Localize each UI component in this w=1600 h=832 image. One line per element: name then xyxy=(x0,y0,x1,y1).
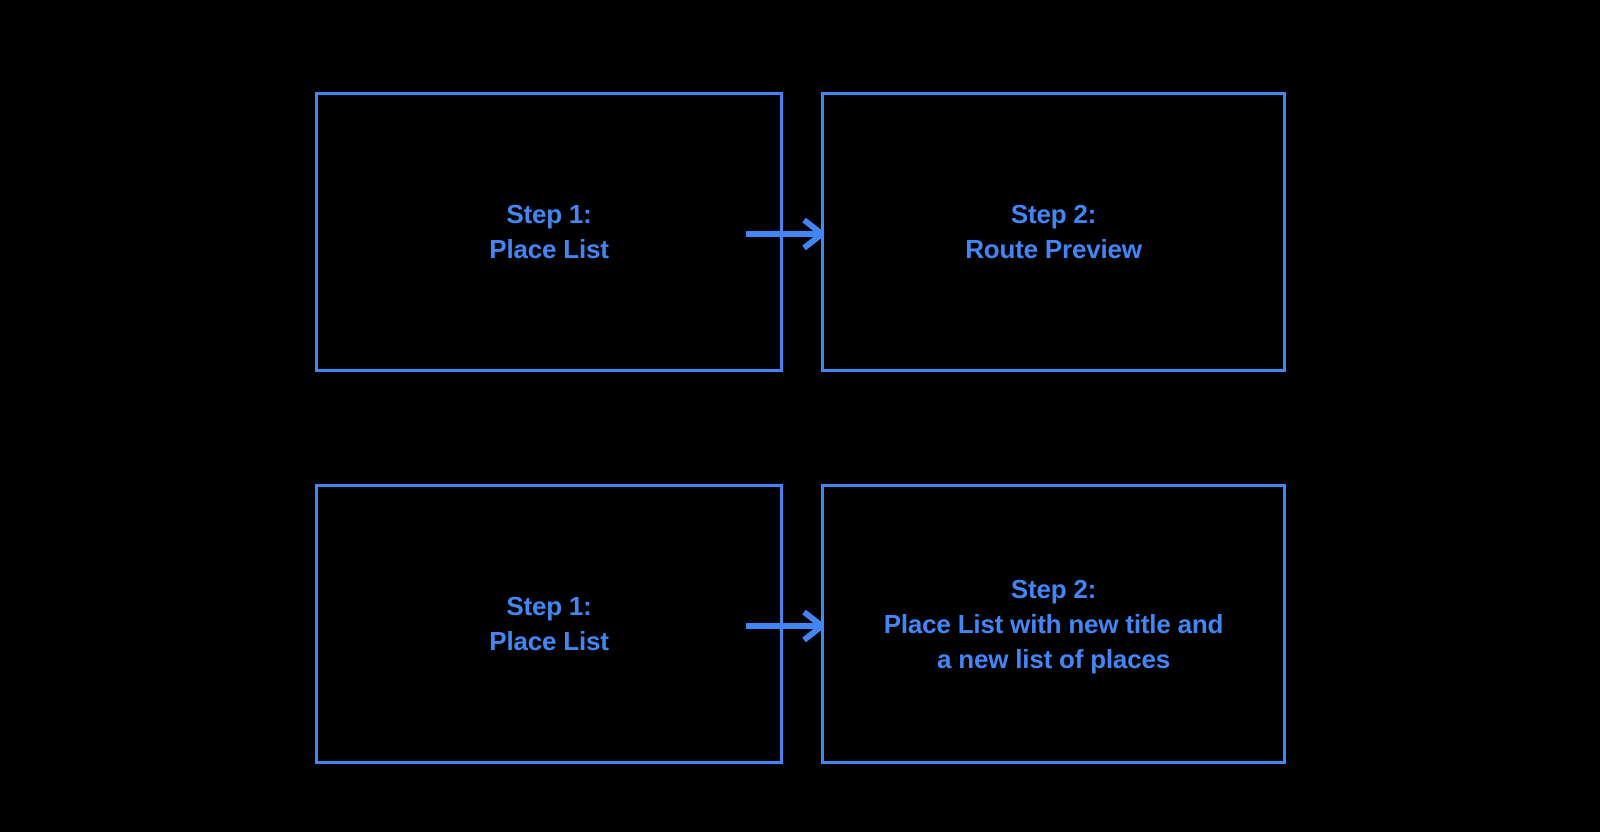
step-box-label: Step 1: Place List xyxy=(489,591,609,656)
step-box-place-list-bottom[interactable]: Step 1: Place List xyxy=(315,484,783,764)
step-box-route-preview[interactable]: Step 2: Route Preview xyxy=(821,92,1286,372)
flow-row-new-place-list: Step 1: Place List Step 2: Place List wi… xyxy=(0,484,1600,764)
step-box-label: Step 1: Place List xyxy=(489,199,609,264)
step-box-label: Step 2: Place List with new title and a … xyxy=(883,573,1224,674)
step-box-place-list-top[interactable]: Step 1: Place List xyxy=(315,92,783,372)
flow-row-route-preview: Step 1: Place List Step 2: Route Preview xyxy=(0,92,1600,372)
step-box-new-place-list[interactable]: Step 2: Place List with new title and a … xyxy=(821,484,1286,764)
step-box-label: Step 2: Route Preview xyxy=(965,199,1142,264)
